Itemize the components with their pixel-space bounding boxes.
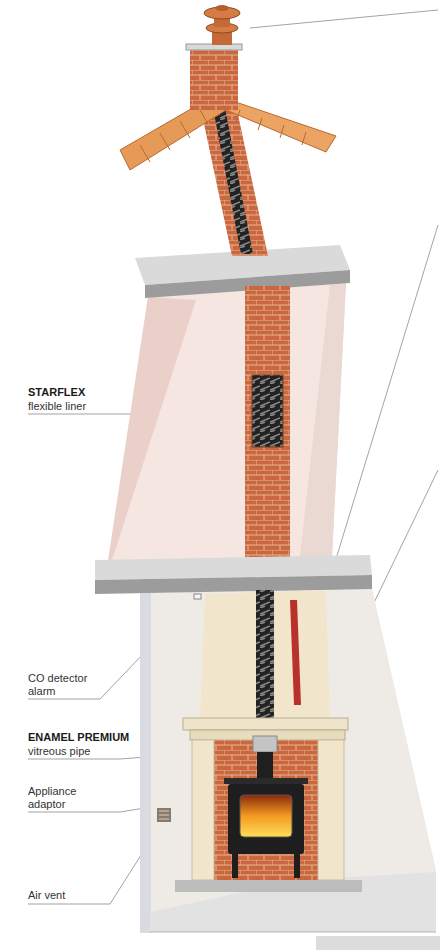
drawing-rect [257,752,273,780]
drawing-rect [232,854,238,878]
drawing-rect [256,590,274,738]
part-label: CO detector alarm [28,672,104,698]
part-label: ENAMEL PREMIUM [28,731,129,744]
drawing-rect [157,808,171,822]
drawing-rect [224,778,308,784]
drawing-path [150,932,436,933]
upper-room [108,283,346,561]
drawing-rect [294,854,300,878]
drawing-rect [183,718,348,730]
drawing-rect [245,286,290,557]
part-label: flexible liner [28,400,86,413]
drawing-path [250,10,438,28]
drawing-polygon [108,283,346,561]
drawing-rect [240,795,292,837]
drawing-path [200,105,268,256]
drawing-polygon [290,600,301,705]
drawing-polygon [108,297,196,561]
footer-bar [316,936,440,950]
drawing-rect [140,593,151,933]
drawing-polygon [95,575,372,594]
chimney-column [245,286,290,557]
drawing-path [140,110,306,162]
part-label: Appliance adaptor [28,785,104,811]
part-label: vitreous pipe [28,745,90,758]
drawing-polygon [175,880,362,892]
part-label: STARFLEX [28,386,85,399]
drawing-rect [252,375,283,447]
drawing-polygon [150,588,436,932]
drawing-rect [228,784,304,854]
drawing-ellipse [215,5,229,11]
drawing-rect [318,740,344,880]
middle-slab [95,555,372,594]
drawing-rect [253,736,277,752]
roof-and-stack [120,5,336,256]
lower-room [140,588,436,933]
drawing-rect [214,740,318,880]
drawing-path [213,108,253,254]
drawing-polygon [300,283,346,557]
fireplace [157,590,362,892]
drawing-rect [194,594,201,599]
drawing-rect [190,48,238,110]
drawing-rect [192,740,214,880]
part-label: Air vent [28,889,65,902]
drawing-path [159,811,169,819]
drawing-polygon [150,872,436,932]
